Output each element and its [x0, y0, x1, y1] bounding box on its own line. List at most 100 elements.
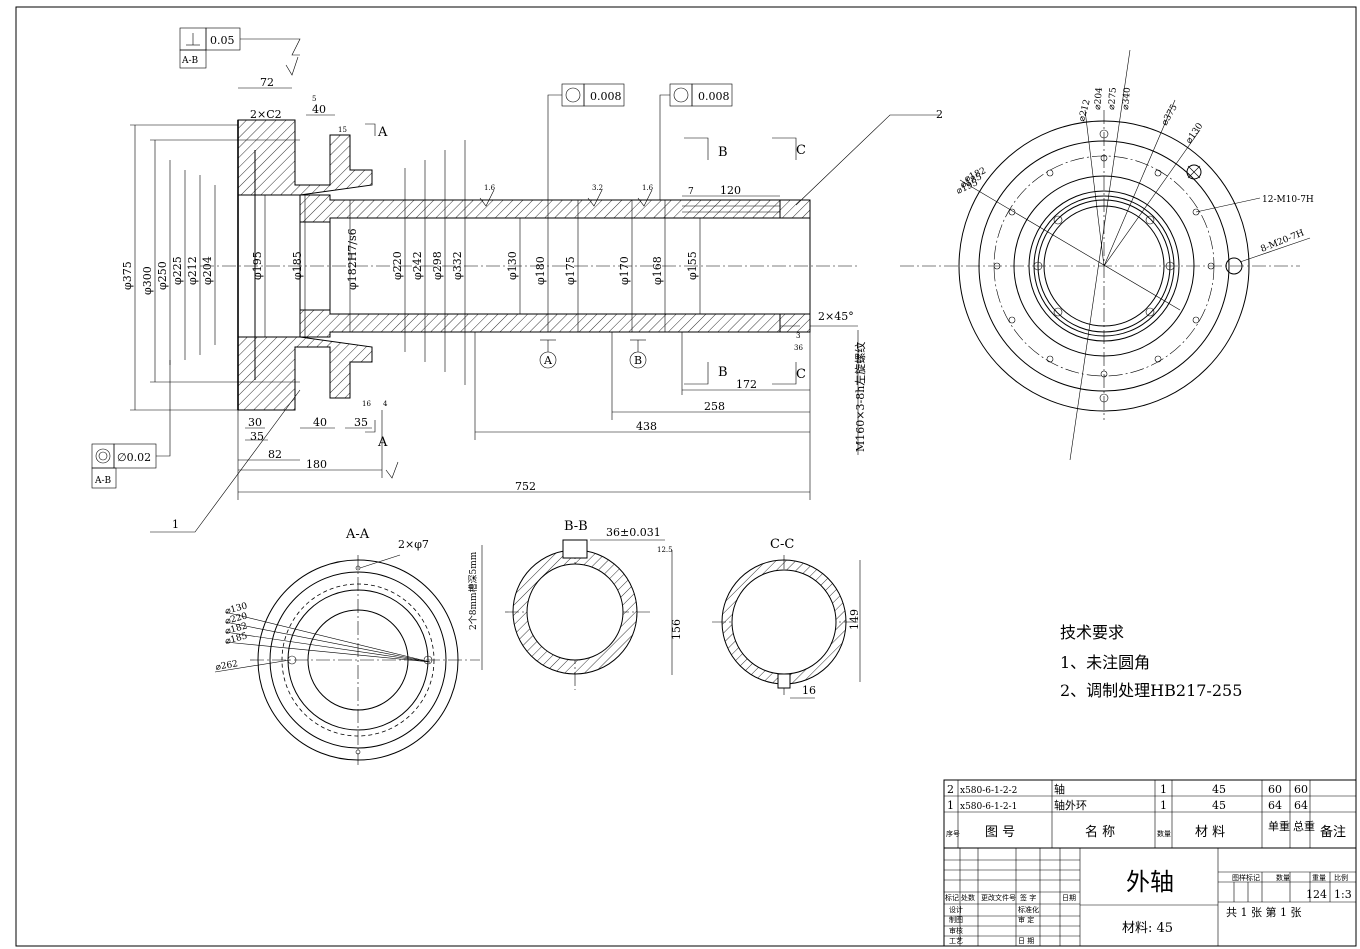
dim-4: 4 [383, 400, 388, 408]
svg-text:日期: 日期 [1062, 894, 1076, 902]
svg-text:标准化: 标准化 [1018, 905, 1039, 914]
dim-d182: φ182H7/s6 [346, 228, 359, 290]
svg-text:名 称: 名 称 [1085, 824, 1115, 840]
svg-text:0.008: 0.008 [698, 90, 730, 103]
svg-text:A-A: A-A [345, 527, 370, 542]
dim-258: 258 [704, 400, 725, 413]
end-d275: ⌀275 [1107, 87, 1119, 111]
svg-text:64: 64 [1268, 799, 1282, 812]
rough-3: 1.6 [642, 184, 654, 192]
svg-text:1、未注圆角: 1、未注圆角 [1060, 653, 1150, 672]
dim-82: 82 [268, 448, 282, 461]
tol-circularity-2: 0.008 [659, 83, 733, 200]
svg-text:2×φ7: 2×φ7 [398, 538, 429, 551]
tech-requirements: 技术要求 1、未注圆角 2、调制处理HB217-255 [1060, 623, 1242, 700]
material-label: 材料: 45 [1122, 921, 1173, 936]
svg-text:A-B: A-B [94, 476, 112, 486]
balloon-1: 1 [172, 518, 179, 531]
svg-text:单重: 单重 [1268, 819, 1290, 833]
scale-value: 1:3 [1334, 888, 1352, 901]
weight-value: 124 [1306, 888, 1327, 901]
svg-text:156: 156 [670, 619, 683, 640]
dim-d195: φ195 [251, 251, 264, 280]
end-d130: ⌀130 [1184, 121, 1205, 145]
svg-text:0.008: 0.008 [590, 90, 622, 103]
dim-d170: φ170 [618, 256, 631, 285]
svg-text:处数: 处数 [961, 893, 975, 902]
dim-d375: φ375 [121, 261, 134, 290]
svg-text:x580-6-1-2-1: x580-6-1-2-1 [960, 802, 1017, 812]
svg-text:审 定: 审 定 [1018, 915, 1034, 924]
dim-d130: φ130 [506, 251, 519, 280]
dim-16a: 16 [362, 400, 371, 408]
svg-text:64: 64 [1294, 799, 1308, 812]
section-c-top: C [796, 143, 806, 158]
dim-752: 752 [515, 480, 536, 493]
section-c-bottom: C [796, 367, 806, 382]
end-d340: ⌀340 [1121, 87, 1133, 111]
dim-d212: φ212 [186, 256, 199, 285]
svg-text:更改文件号: 更改文件号 [981, 893, 1016, 902]
svg-text:数量: 数量 [1276, 873, 1290, 882]
end-d375: ⌀375 [1160, 103, 1180, 128]
svg-text:C-C: C-C [770, 537, 794, 552]
dim-40a: 40 [312, 103, 326, 116]
svg-text:149: 149 [848, 609, 861, 630]
svg-text:日 期: 日 期 [1018, 937, 1034, 945]
svg-text:2: 2 [947, 783, 954, 796]
svg-text:技术要求: 技术要求 [1060, 623, 1124, 642]
dim-35a: 35 [250, 430, 264, 443]
sheet-border [15, 6, 1357, 947]
end-d212: ⌀212 [1077, 98, 1093, 122]
dim-d242: φ242 [411, 251, 424, 280]
dim-d168: φ168 [651, 256, 664, 285]
datum-b: B [634, 354, 642, 367]
svg-text:60: 60 [1268, 783, 1282, 796]
svg-text:A-B: A-B [181, 56, 199, 66]
svg-text:设计: 设计 [949, 905, 963, 914]
svg-text:36±0.031: 36±0.031 [606, 526, 661, 539]
svg-text:图 号: 图 号 [985, 825, 1015, 840]
tol-circularity-1: 0.008 [547, 83, 625, 200]
section-bb: B-B 36±0.031 156 12.5 [505, 519, 683, 690]
dim-7: 7 [688, 187, 694, 197]
svg-text:45: 45 [1212, 799, 1226, 812]
balloon-2: 2 [936, 108, 943, 121]
dim-d204: φ204 [201, 256, 214, 285]
dim-36: 36 [794, 344, 803, 352]
tol-runout: ∅0.02 A-B [91, 360, 171, 489]
dim-40b: 40 [313, 416, 327, 429]
svg-text:x580-6-1-2-2: x580-6-1-2-2 [960, 786, 1017, 796]
dim-35b: 35 [354, 416, 368, 429]
dim-180: 180 [306, 458, 327, 471]
end-view: ⌀340 ⌀275 ⌀204 ⌀212 ⌀375 ⌀130 ⌀182 ⌀185 … [900, 49, 1314, 461]
main-section-view: φ375 φ300 φ250 φ225 φ212 φ204 φ195 φ185 … [91, 27, 943, 533]
dim-d180: φ180 [534, 256, 547, 285]
dim-72: 72 [260, 76, 274, 89]
svg-text:比例: 比例 [1334, 873, 1348, 882]
dim-d298: φ298 [431, 251, 444, 280]
dim-172: 172 [736, 378, 757, 391]
svg-text:轴: 轴 [1054, 782, 1065, 796]
chamfer-2xc2: 2×C2 [250, 108, 282, 121]
thread-note: M160×3-8h左旋螺纹 [853, 342, 867, 452]
svg-text:重量: 重量 [1312, 874, 1326, 882]
sheet-count: 共 1 张 第 1 张 [1226, 905, 1301, 919]
svg-text:标记: 标记 [945, 893, 959, 902]
svg-text:数量: 数量 [1157, 829, 1171, 838]
svg-text:工艺: 工艺 [949, 937, 963, 945]
dim-15: 15 [338, 126, 347, 134]
dim-30: 30 [248, 416, 262, 429]
dim-120: 120 [720, 184, 741, 197]
section-a-bottom: A [377, 435, 388, 450]
svg-text:1: 1 [947, 799, 954, 812]
holes-m10: 12-M10-7H [1262, 195, 1314, 205]
section-b-bottom: B [718, 365, 728, 380]
svg-text:16: 16 [802, 684, 816, 697]
svg-text:12.5: 12.5 [657, 546, 673, 554]
section-a-top: A [377, 125, 388, 140]
svg-text:B-B: B-B [564, 519, 588, 534]
chamfer-45: 2×45° [818, 310, 854, 323]
section-aa: A-A ⌀130 ⌀220 ⌀182 ⌀185 ⌀262 2个8mm槽深5mm … [215, 527, 483, 765]
dim-d155: φ155 [686, 251, 699, 280]
